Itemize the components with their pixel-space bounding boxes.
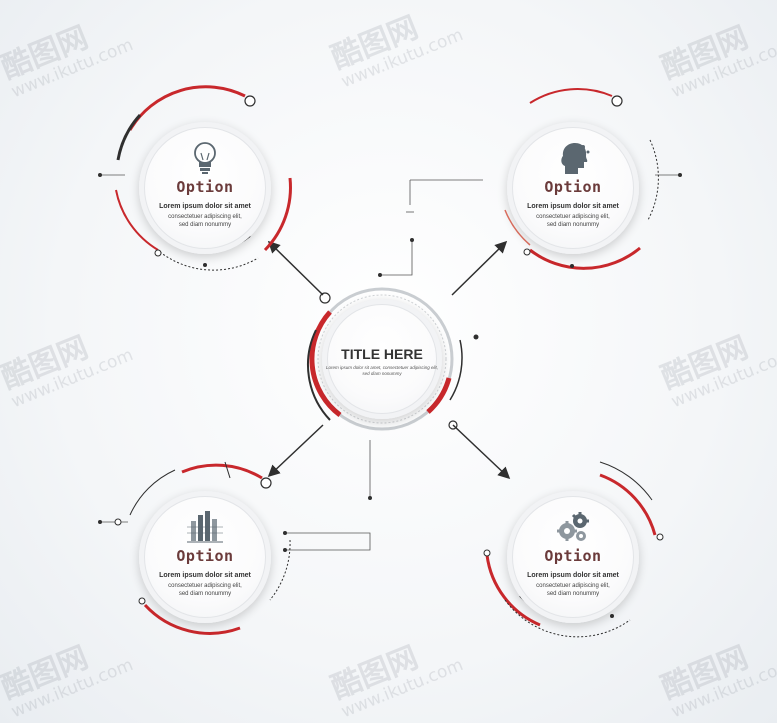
- option-title: Option: [544, 547, 602, 565]
- option-lead-text: Lorem ipsum dolor sit amet: [159, 572, 251, 579]
- lightbulb-icon: [194, 142, 216, 174]
- center-body-text: Lorem ipsum dolor sit amet, consectetuer…: [325, 365, 439, 376]
- center-title: TITLE HERE: [341, 346, 423, 362]
- option-3-circle: Option Lorem ipsum dolor sit amet consec…: [139, 491, 271, 623]
- option-body-text: consectetuer adipiscing elit,sed diam no…: [536, 583, 610, 597]
- option-2-circle: Option Lorem ipsum dolor sit amet consec…: [507, 122, 639, 254]
- connector-arrows: [267, 240, 511, 480]
- option-lead-text: Lorem ipsum dolor sit amet: [527, 203, 619, 210]
- option-4-circle: Option Lorem ipsum dolor sit amet consec…: [507, 491, 639, 623]
- option-lead-text: Lorem ipsum dolor sit amet: [159, 203, 251, 210]
- human-head-icon: [561, 143, 590, 174]
- option-title: Option: [544, 178, 602, 196]
- center-title-circle: TITLE HERE Lorem ipsum dolor sit amet, c…: [322, 299, 442, 419]
- option-title: Option: [176, 178, 234, 196]
- option-body-text: consectetuer adipiscing elit,sed diam no…: [536, 214, 610, 228]
- option-4-rings: [483, 461, 664, 638]
- option-lead-text: Lorem ipsum dolor sit amet: [527, 572, 619, 579]
- bar-chart-icon: [187, 511, 223, 543]
- option-1-circle: Option Lorem ipsum dolor sit amet consec…: [139, 122, 271, 254]
- option-body-text: consectetuer adipiscing elit,sed diam no…: [168, 214, 242, 228]
- option-body-text: consectetuer adipiscing elit,sed diam no…: [168, 583, 242, 597]
- option-title: Option: [176, 547, 234, 565]
- circuit-dots: [98, 173, 682, 552]
- gears-icon: [557, 512, 589, 541]
